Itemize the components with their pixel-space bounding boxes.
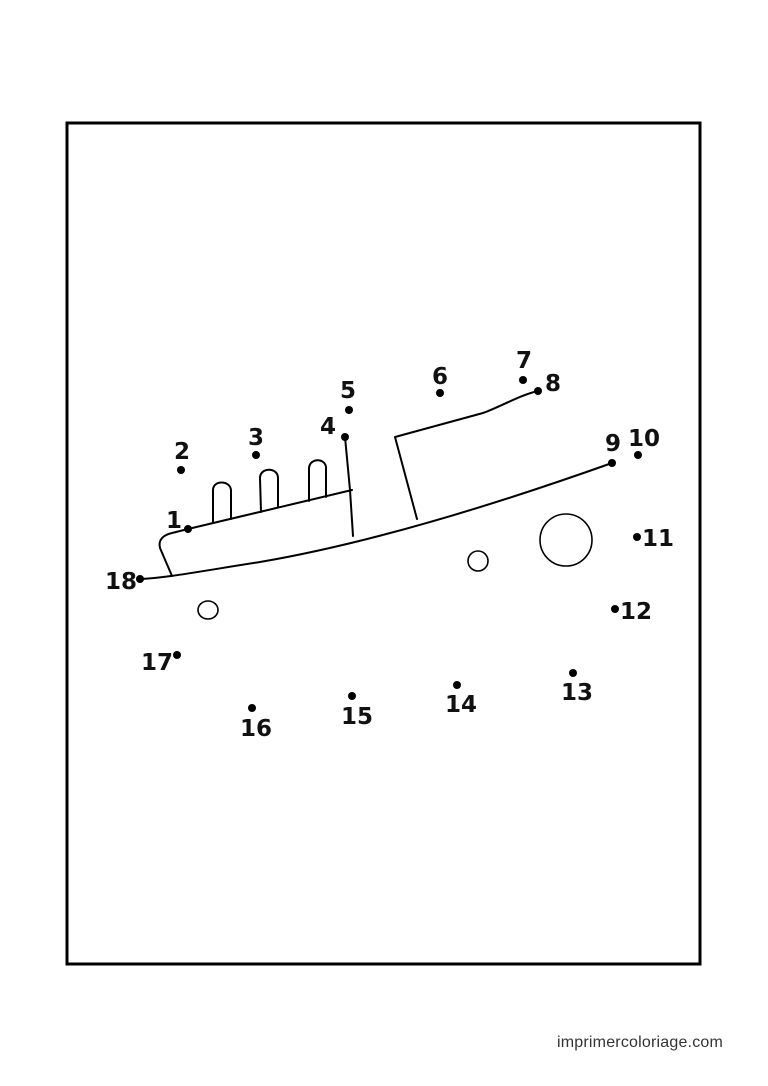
numbered-dots: 1 2 3 4 5 6 7 8 — [105, 348, 674, 742]
svg-text:8: 8 — [545, 371, 561, 397]
funnel-1 — [212, 481, 232, 524]
dot-point-18: 18 — [105, 569, 144, 595]
mast-line — [344, 436, 354, 537]
porthole-small-middle — [467, 550, 489, 572]
dot-point-6: 6 — [432, 364, 448, 397]
svg-text:11: 11 — [642, 526, 674, 552]
cabin-outline — [394, 390, 539, 520]
porthole-large — [539, 513, 593, 567]
svg-text:13: 13 — [561, 680, 593, 706]
dot-point-13: 13 — [561, 669, 593, 706]
dot-point-17: 17 — [141, 650, 181, 676]
svg-text:12: 12 — [620, 599, 652, 625]
svg-text:3: 3 — [248, 425, 264, 451]
svg-text:7: 7 — [516, 348, 532, 374]
dot-point-14: 14 — [445, 681, 477, 718]
svg-text:15: 15 — [341, 704, 373, 730]
svg-text:17: 17 — [141, 650, 173, 676]
dot-point-3: 3 — [248, 425, 264, 459]
svg-text:4: 4 — [320, 414, 336, 440]
page-frame — [65, 121, 702, 966]
svg-text:10: 10 — [628, 426, 660, 452]
porthole-small-left — [197, 600, 219, 620]
site-watermark: imprimercoloriage.com — [557, 1034, 724, 1051]
dot-point-15: 15 — [341, 692, 373, 730]
hull-line — [139, 462, 613, 580]
dot-point-2: 2 — [174, 439, 190, 474]
dot-point-16: 16 — [240, 704, 272, 742]
dot-point-1: 1 — [166, 508, 192, 534]
svg-text:16: 16 — [240, 716, 272, 742]
funnel-2 — [259, 468, 279, 513]
svg-text:9: 9 — [605, 431, 621, 457]
svg-text:1: 1 — [166, 508, 182, 534]
bow-curve — [158, 528, 189, 577]
dot-point-12: 12 — [611, 599, 652, 625]
funnel-3 — [308, 459, 327, 502]
dot-point-4: 4 — [320, 414, 349, 441]
dot-point-10: 10 — [628, 426, 660, 459]
boat-outline — [139, 390, 613, 620]
dot-point-7: 7 — [516, 348, 532, 384]
svg-text:2: 2 — [174, 439, 190, 465]
dot-point-9: 9 — [605, 431, 621, 467]
deck-line — [187, 489, 353, 530]
svg-text:5: 5 — [340, 378, 356, 404]
dot-point-11: 11 — [633, 526, 674, 552]
svg-text:14: 14 — [445, 692, 477, 718]
dot-point-8: 8 — [534, 371, 561, 397]
dot-point-5: 5 — [340, 378, 356, 414]
svg-text:18: 18 — [105, 569, 137, 595]
svg-text:6: 6 — [432, 364, 448, 390]
